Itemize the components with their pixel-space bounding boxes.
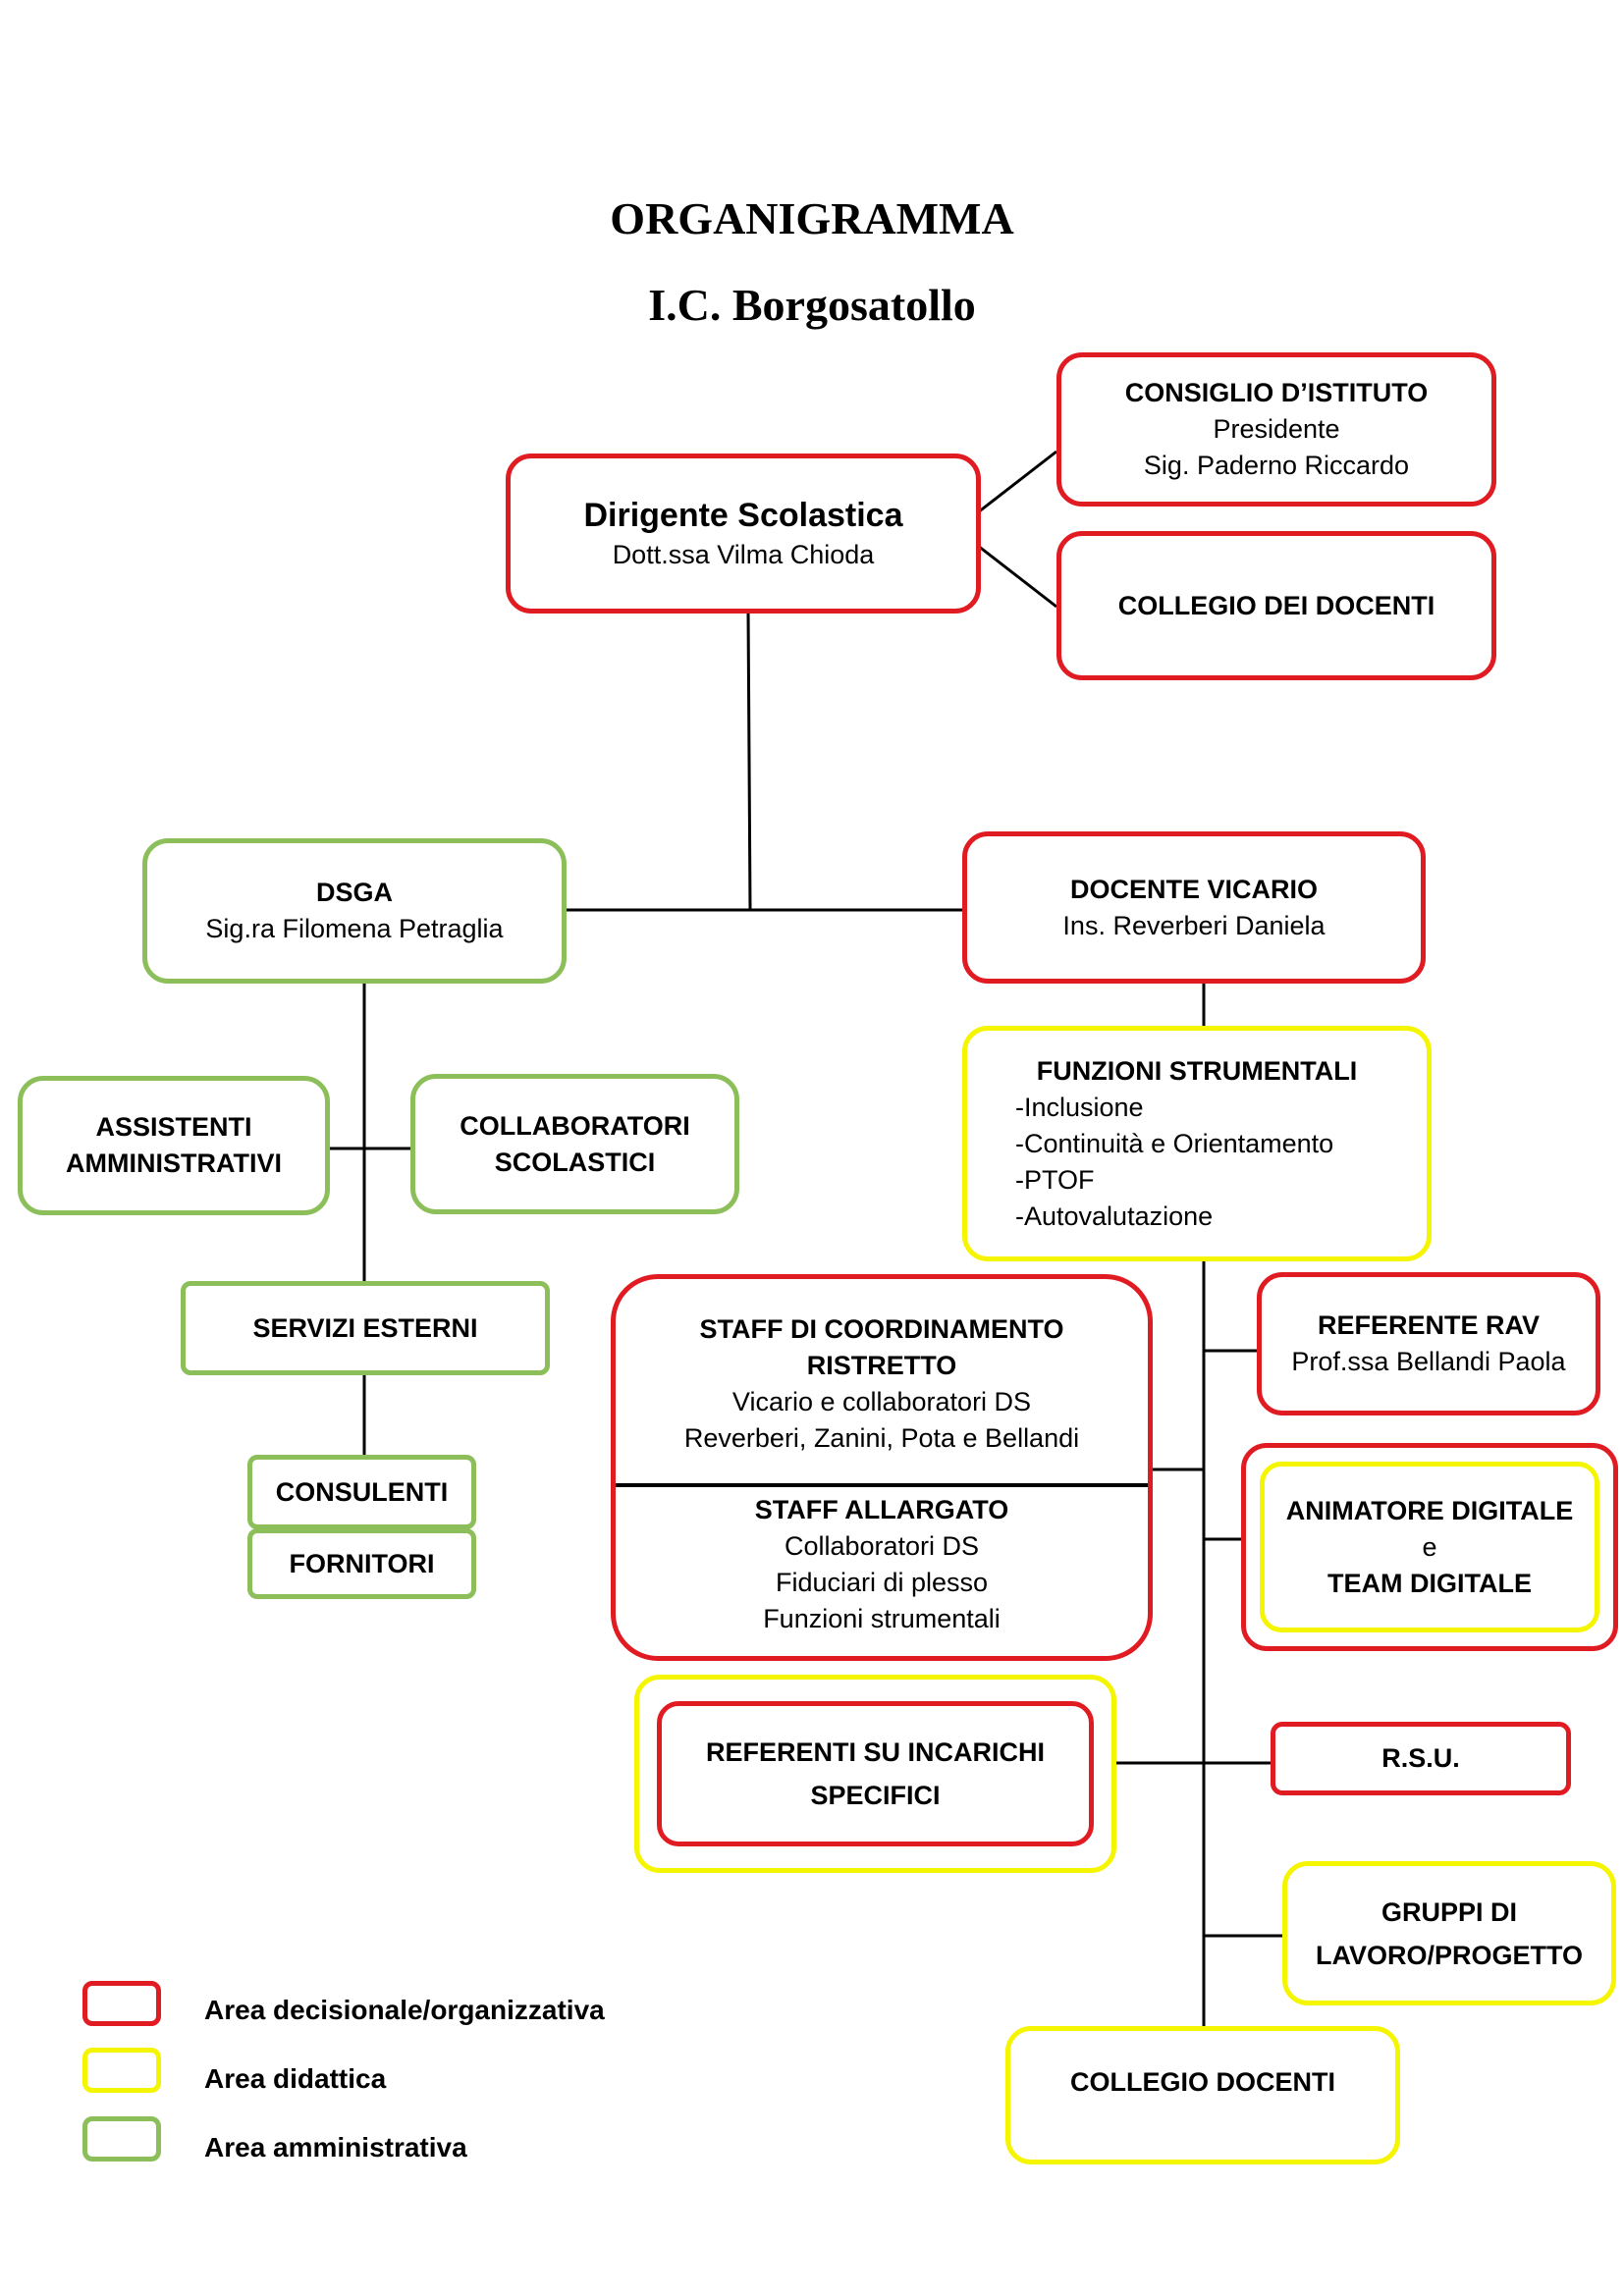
rsu-box: R.S.U. [1271,1722,1571,1795]
legend-swatch-yellow [82,2048,161,2093]
assistenti-amministrativi-box: ASSISTENTI AMMINISTRATIVI [18,1076,330,1215]
referente-rav-box: REFERENTE RAV Prof.ssa Bellandi Paola [1257,1272,1600,1415]
animatore-line2: e [1422,1531,1437,1562]
rsu-title: R.S.U. [1381,1743,1460,1773]
connector-dirigente-down [746,610,752,911]
staff-allargato-section: STAFF ALLARGATO Collaboratori DS Fiducia… [616,1487,1148,1656]
consiglio-role: Presidente [1213,414,1340,444]
referenti-incarichi-box: REFERENTI SU INCARICHI SPECIFICI [657,1701,1094,1846]
staff-allargato-line1: Collaboratori DS [784,1531,980,1561]
funzioni-list: -Inclusione -Continuità e Orientamento -… [1015,1090,1379,1235]
dirigente-box: Dirigente Scolastica Dott.ssa Vilma Chio… [506,454,981,614]
staff-ristretto-line1: Vicario e collaboratori DS [731,1387,1032,1416]
consiglio-name: Sig. Paderno Riccardo [1143,451,1410,480]
page-subtitle: I.C. Borgosatollo [648,280,976,330]
legend-label: Area decisionale/organizzativa [204,1995,605,2025]
staff-box: STAFF DI COORDINAMENTO RISTRETTO Vicario… [611,1274,1153,1661]
staff-allargato-line2: Fiduciari di plesso [775,1568,989,1597]
dsga-title: DSGA [315,878,393,907]
collaboratori-line1: COLLABORATORI [460,1110,690,1141]
legend-label: Area amministrativa [204,2132,467,2163]
fornitori-box: FORNITORI [247,1528,476,1599]
consiglio-istituto-box: CONSIGLIO D’ISTITUTO Presidente Sig. Pad… [1056,352,1496,507]
legend-swatch-red [82,1981,161,2026]
collaboratori-line2: SCOLASTICI [494,1147,656,1177]
gruppi-line1: GRUPPI DI [1380,1896,1518,1927]
funzioni-item: -PTOF [1015,1164,1095,1195]
gruppi-line2: LAVORO/PROGETTO [1315,1940,1584,1970]
assistenti-line2: AMMINISTRATIVI [66,1148,282,1178]
funzioni-item: -Autovalutazione [1015,1201,1214,1231]
collaboratori-scolastici-box: COLLABORATORI SCOLASTICI [410,1074,739,1214]
collegio-bottom-title: COLLEGIO DOCENTI [1070,2067,1335,2097]
collegio-docenti-box: COLLEGIO DOCENTI [1005,2026,1400,2164]
collegio-top-title: COLLEGIO DEI DOCENTI [1117,590,1435,620]
funzioni-title: FUNZIONI STRUMENTALI [1036,1055,1358,1086]
collegio-dei-docenti-box: COLLEGIO DEI DOCENTI [1056,531,1496,680]
dirigente-title: Dirigente Scolastica [583,497,903,534]
servizi-title: SERVIZI ESTERNI [252,1312,478,1343]
dsga-name: Sig.ra Filomena Petraglia [205,914,504,943]
funzioni-item: -Continuità e Orientamento [1015,1128,1334,1158]
consiglio-title: CONSIGLIO D’ISTITUTO [1124,378,1429,407]
staff-ristretto-title1: STAFF DI COORDINAMENTO [699,1314,1064,1344]
legend-label: Area didattica [204,2063,387,2094]
referente-rav-name: Prof.ssa Bellandi Paola [1291,1347,1566,1376]
referente-rav-title: REFERENTE RAV [1317,1310,1541,1340]
fornitori-title: FORNITORI [289,1548,435,1578]
animatore-line3: TEAM DIGITALE [1327,1568,1532,1598]
dsga-box: DSGA Sig.ra Filomena Petraglia [142,838,567,984]
staff-allargato-line3: Funzioni strumentali [763,1604,1001,1633]
legend-swatch-green [82,2116,161,2162]
animatore-line1: ANIMATORE DIGITALE [1285,1495,1574,1525]
page-title: ORGANIGRAMMA [610,193,1014,243]
assistenti-line1: ASSISTENTI [95,1112,252,1142]
consulenti-box: CONSULENTI [247,1455,476,1529]
vicario-name: Ins. Reverberi Daniela [1062,910,1326,940]
animatore-digitale-box: ANIMATORE DIGITALE e TEAM DIGITALE [1260,1462,1599,1632]
consulenti-title: CONSULENTI [275,1476,449,1507]
referenti-line1: REFERENTI SU INCARICHI [705,1737,1045,1767]
referenti-line2: SPECIFICI [810,1781,941,1810]
staff-allargato-title: STAFF ALLARGATO [754,1495,1009,1524]
funzioni-strumentali-box: FUNZIONI STRUMENTALI -Inclusione -Contin… [962,1026,1432,1261]
vicario-title: DOCENTE VICARIO [1069,874,1319,904]
staff-divider [616,1483,1148,1487]
servizi-esterni-box: SERVIZI ESTERNI [181,1281,550,1375]
staff-ristretto-title2: RISTRETTO [806,1351,957,1380]
connector-dirigente-collegio [977,544,1057,609]
animatore-digitale-outer: ANIMATORE DIGITALE e TEAM DIGITALE [1241,1443,1618,1651]
staff-ristretto-section: STAFF DI COORDINAMENTO RISTRETTO Vicario… [616,1279,1148,1483]
referenti-incarichi-outer: REFERENTI SU INCARICHI SPECIFICI [634,1675,1116,1873]
funzioni-item: -Inclusione [1015,1092,1144,1122]
dirigente-name: Dott.ssa Vilma Chioda [612,540,875,569]
docente-vicario-box: DOCENTE VICARIO Ins. Reverberi Daniela [962,831,1426,984]
gruppi-lavoro-box: GRUPPI DI LAVORO/PROGETTO [1282,1861,1616,2005]
connector-dirigente-consiglio [977,450,1057,514]
staff-ristretto-line2: Reverberi, Zanini, Pota e Bellandi [683,1423,1080,1453]
